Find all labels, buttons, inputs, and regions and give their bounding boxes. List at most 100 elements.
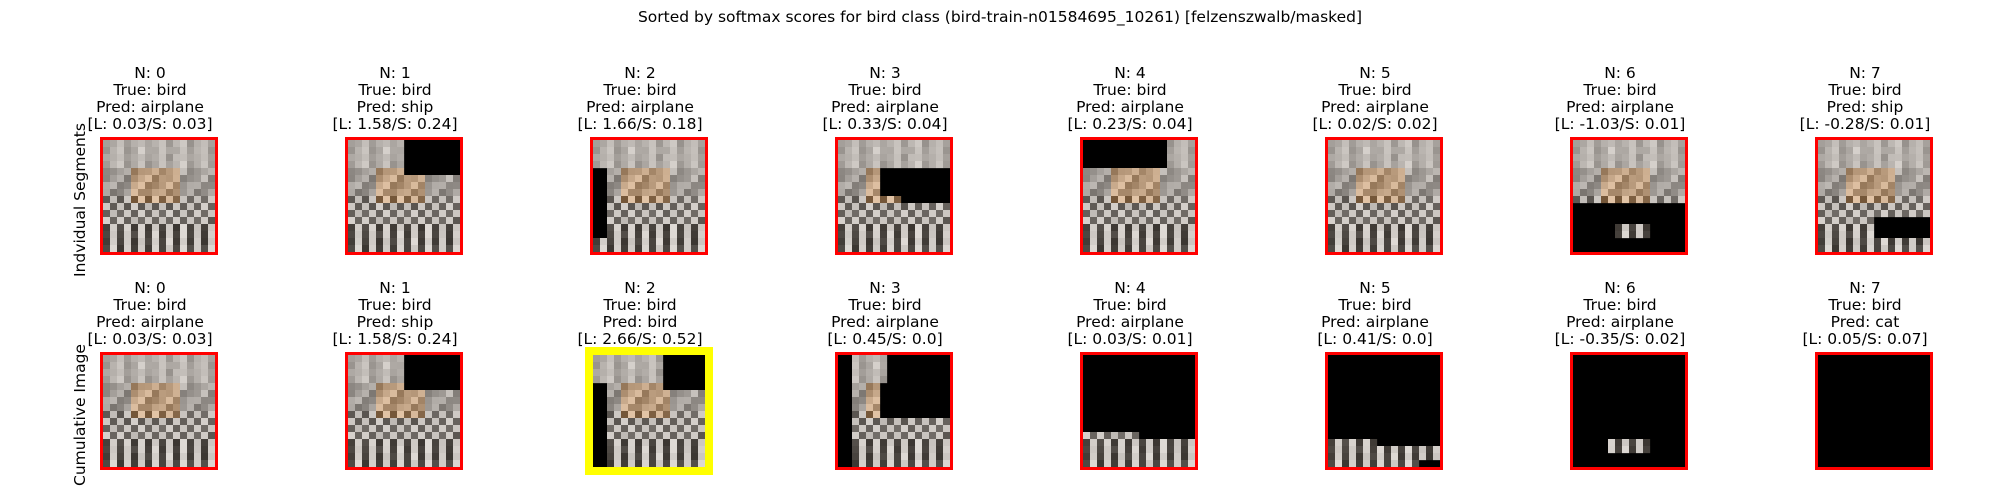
panel-caption-predicted-label: Pred: airplane [831,313,939,331]
panel-caption-scores: [L: 0.03/S: 0.03] [87,330,213,348]
segment-image-pixels [593,355,705,467]
panel-caption-scores: [L: -1.03/S: 0.01] [1554,115,1686,133]
panel-caption-index: N: 2 [624,64,656,82]
image-frame [1570,352,1688,470]
panel-caption-scores: [L: -0.28/S: 0.01] [1799,115,1931,133]
image-frame [1815,137,1933,255]
panel-caption-scores: [L: 0.03/S: 0.03] [87,115,213,133]
panel-caption-predicted-label: Pred: airplane [1566,98,1674,116]
panel-caption-index: N: 5 [1359,279,1391,297]
panel-caption-true-label: True: bird [1093,81,1167,99]
panel-caption-predicted-label: Pred: airplane [96,313,204,331]
panel-caption-index: N: 6 [1604,279,1636,297]
panel-caption-true-label: True: bird [603,81,677,99]
panel-caption-predicted-label: Pred: airplane [1321,313,1429,331]
image-frame [1080,352,1198,470]
panel-caption-scores: [L: 0.05/S: 0.07] [1802,330,1928,348]
panel-caption-predicted-label: Pred: airplane [586,98,694,116]
segment-image-pixels [1608,439,1651,454]
segment-image-pixels [1083,140,1195,252]
panel-caption-true-label: True: bird [848,296,922,314]
image-frame [345,352,463,470]
panel-caption-predicted-label: Pred: airplane [1076,98,1184,116]
image-frame [1570,137,1688,255]
panel-caption-scores: [L: 1.58/S: 0.24] [332,115,458,133]
panel-caption-index: N: 7 [1849,64,1881,82]
panel-caption-predicted-label: Pred: ship [356,98,434,116]
panel-caption-true-label: True: bird [1583,81,1657,99]
panel-caption-scores: [L: 1.66/S: 0.18] [577,115,703,133]
segment-image-pixels [348,355,460,467]
highlighted-image-frame [585,347,713,475]
panel-caption-predicted-label: Pred: airplane [831,98,939,116]
panel-caption-true-label: True: bird [848,81,922,99]
panel-caption-index: N: 5 [1359,64,1391,82]
panel-caption-index: N: 3 [869,279,901,297]
panel-caption-scores: [L: 0.33/S: 0.04] [822,115,948,133]
image-frame [1080,137,1198,255]
panel-caption-predicted-label: Pred: airplane [1321,98,1429,116]
panel-caption-predicted-label: Pred: ship [356,313,434,331]
panel-caption-scores: [L: -0.35/S: 0.02] [1554,330,1686,348]
segment-image-pixels [852,355,950,467]
panel-caption-true-label: True: bird [1583,296,1657,314]
panel-caption-true-label: True: bird [113,81,187,99]
row-label-individual: Indvidual Segments [71,123,89,277]
panel-caption-index: N: 1 [379,279,411,297]
panel-caption-true-label: True: bird [113,296,187,314]
image-frame [835,352,953,470]
figure-title: Sorted by softmax scores for bird class … [637,8,1363,26]
panel-caption-true-label: True: bird [358,296,432,314]
panel-caption-true-label: True: bird [1828,81,1902,99]
image-frame [1325,137,1443,255]
image-frame [100,352,218,470]
panel-caption-scores: [L: 2.66/S: 0.52] [577,330,703,348]
panel-caption-index: N: 6 [1604,64,1636,82]
segment-image-pixels [1573,140,1685,239]
panel-caption-index: N: 2 [624,279,656,297]
panel-caption-true-label: True: bird [1338,81,1412,99]
panel-caption-true-label: True: bird [1338,296,1412,314]
segment-image-pixels [103,355,215,467]
panel-caption-index: N: 3 [869,64,901,82]
image-frame [835,137,953,255]
panel-caption-true-label: True: bird [1093,296,1167,314]
segment-image-pixels [838,140,950,252]
panel-caption-predicted-label: Pred: bird [602,313,678,331]
panel-caption-index: N: 0 [134,279,166,297]
row-label-cumulative: Cumulative Image [71,344,89,486]
panel-caption-index: N: 7 [1849,279,1881,297]
image-frame [100,137,218,255]
panel-caption-scores: [L: 0.03/S: 0.01] [1067,330,1193,348]
panel-caption-scores: [L: 0.41/S: 0.0] [1317,330,1433,348]
segment-image-pixels [103,140,215,252]
segment-image-pixels [1328,439,1440,467]
segment-image-pixels [1083,432,1195,467]
segment-image-pixels [1328,140,1440,252]
panel-caption-predicted-label: Pred: airplane [96,98,204,116]
panel-caption-true-label: True: bird [358,81,432,99]
image-frame [1815,352,1933,470]
segment-image-pixels [348,140,460,252]
segment-image-pixels [1818,355,1930,467]
segment-image-pixels [1818,140,1930,252]
image-frame [345,137,463,255]
panel-caption-predicted-label: Pred: cat [1830,313,1900,331]
panel-caption-scores: [L: 0.02/S: 0.02] [1312,115,1438,133]
panel-caption-predicted-label: Pred: airplane [1566,313,1674,331]
panel-caption-scores: [L: 0.23/S: 0.04] [1067,115,1193,133]
panel-caption-true-label: True: bird [1828,296,1902,314]
